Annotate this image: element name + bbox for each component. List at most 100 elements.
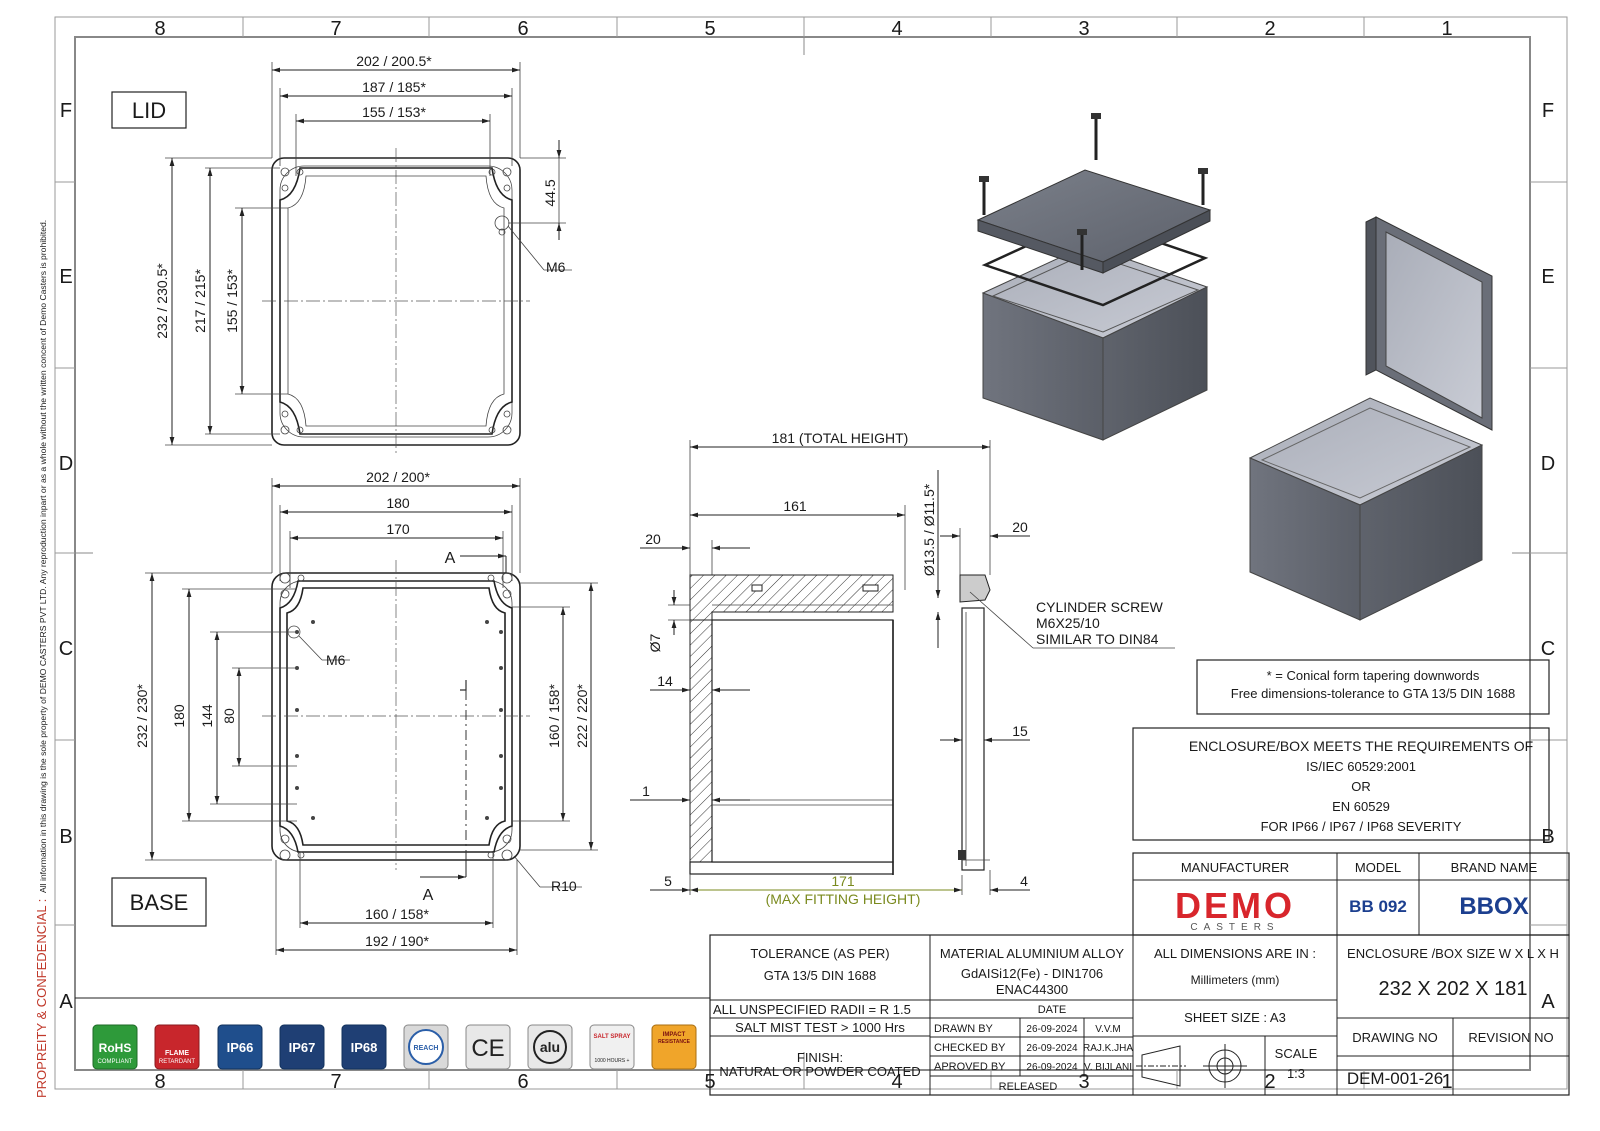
size-value: 232 X 202 X 181 [1378,978,1527,1000]
section-total-height: 181 (TOTAL HEIGHT) [772,430,909,446]
row-label: F [60,100,72,122]
section-dim-20-right: 20 [1012,519,1028,535]
base-dim-h80: 80 [221,708,237,724]
base-dim-overall-width: 202 / 200* [366,469,430,485]
screw-note-line2: M6X25/10 [1036,615,1100,631]
certification-badges: RoHS COMPLIANT FLAME RETARDANT IP66 IP67… [75,997,710,1070]
reach-badge: REACH [403,1024,449,1070]
released-label: RELEASED [999,1081,1058,1093]
base-dim-h180: 180 [171,704,187,728]
requirements-line1: ENCLOSURE/BOX MEETS THE REQUIREMENTS OF [1189,738,1533,754]
date-label: DATE [1038,1004,1067,1016]
size-label: ENCLOSURE /BOX SIZE W X L X H [1347,946,1559,961]
checked-by-name: RAJ.K.JHA [1083,1043,1133,1054]
drawing-frame [54,16,1568,1090]
impact-badge: IMPACT RESISTANCE [651,1024,697,1070]
section-dim-5: 5 [664,873,672,889]
base-dim-h144: 144 [199,704,215,728]
section-dim-7: Ø7 [647,633,663,652]
lid-thread-label: M6 [546,259,566,275]
base-dim-right1: 160 / 158* [546,684,562,748]
row-label: B [59,826,72,848]
rohs-badge-sub: COMPLIANT [97,1059,132,1065]
flame-badge: FLAME RETARDANT [154,1024,200,1070]
conical-note-box: * = Conical form tapering downwords Free… [1196,659,1550,715]
col-label: 3 [1078,18,1089,40]
screw-note-line1: CYLINDER SCREW [1036,599,1164,615]
salt-note: SALT MIST TEST > 1000 Hrs [735,1020,905,1035]
scale-value: 1:3 [1287,1066,1305,1081]
row-label: E [1541,266,1554,288]
col-label: 8 [154,1071,165,1093]
section-dim-14: 14 [657,673,673,689]
col-label: 3 [1078,1071,1089,1093]
lid-dim-inner-height: 155 / 153* [224,269,240,333]
lid-dim-inner-width: 155 / 153* [362,104,426,120]
col-label: 4 [891,1071,902,1093]
dimensions-unit-line2: Millimeters (mm) [1191,973,1280,987]
col-label: 7 [330,18,341,40]
checked-by-label: CHECKED BY [934,1042,1006,1054]
finish-line1: FINISH: [797,1050,843,1065]
lid-dim-overall-height: 232 / 230.5* [154,263,170,339]
base-view: BASE A A [111,469,598,955]
ip68-badge-text: IP68 [351,1040,378,1055]
section-max-fit-label: (MAX FITTING HEIGHT) [766,891,921,907]
col-label: 2 [1264,1071,1275,1093]
row-label: F [1542,100,1554,122]
base-dim-bottom2: 192 / 190* [365,933,429,949]
section-dim-161: 161 [783,498,807,514]
row-label: E [59,266,72,288]
brand-label: BRAND NAME [1451,860,1538,875]
base-dim-w170: 170 [386,521,410,537]
salt-spray-badge-sub: 1000 HOURS + [595,1058,630,1064]
checked-by-date: 26-09-2024 [1026,1043,1078,1054]
rohs-badge-text: RoHS [99,1041,132,1055]
section-a-bottom: A [423,887,434,904]
requirements-line3: OR [1351,779,1371,794]
col-label: 5 [704,18,715,40]
ip66-badge: IP66 [217,1024,263,1070]
tolerance-line1: TOLERANCE (AS PER) [750,946,889,961]
rohs-badge: RoHS COMPLIANT [92,1024,138,1070]
requirements-line5: FOR IP66 / IP67 / IP68 SEVERITY [1261,819,1462,834]
title-block: MANUFACTURER MODEL BRAND NAME DEMO CASTE… [709,852,1570,1096]
exploded-3d-render [976,113,1212,441]
section-dim-1: 1 [642,783,650,799]
drawn-by-name: V.V.M [1095,1024,1120,1035]
col-label: 2 [1264,18,1275,40]
lid-label-box [111,91,187,129]
ip68-badge: IP68 [341,1024,387,1070]
col-label: 6 [517,1071,528,1093]
ip67-badge-text: IP67 [289,1040,316,1055]
radii-note: ALL UNSPECIFIED RADII = R 1.5 [713,1002,911,1017]
ce-badge-text: CE [471,1035,504,1062]
screw-note-line3: SIMILAR TO DIN84 [1036,631,1159,647]
ip67-badge: IP67 [279,1024,325,1070]
sheet-size: SHEET SIZE : A3 [1184,1010,1286,1025]
projection-symbol [1136,1044,1247,1088]
conical-note-line1: * = Conical form tapering downwords [1267,668,1480,683]
material-line1: MATERIAL ALUMINIUM ALLOY [940,946,1125,961]
lid-dim-mid-width: 187 / 185* [362,79,426,95]
base-label: BASE [130,890,189,915]
section-dim-20-left: 20 [645,531,661,547]
col-label: 1 [1441,18,1452,40]
row-label: C [59,638,73,660]
base-dim-outer-height: 232 / 230* [134,684,150,748]
drawn-by-label: DRAWN BY [934,1023,994,1035]
requirements-line2: IS/IEC 60529:2001 [1306,759,1416,774]
alu-badge: alu [527,1024,573,1070]
section-view: 181 (TOTAL HEIGHT) 161 20 20 Ø13.5 / Ø11… [630,430,1175,907]
salt-spray-badge-text: SALT SPRAY [593,1034,630,1040]
col-label: 1 [1441,1071,1452,1093]
scale-label: SCALE [1275,1046,1318,1061]
section-a-top: A [445,550,456,567]
row-labels-left: F E D C B A [59,100,74,1013]
row-label: D [1541,453,1555,475]
lid-label: LID [132,98,166,123]
lid-dim-mid-height: 217 / 215* [192,269,208,333]
ce-badge: CE [465,1024,511,1070]
requirements-line4: EN 60529 [1332,799,1390,814]
base-dim-w180: 180 [386,495,410,511]
